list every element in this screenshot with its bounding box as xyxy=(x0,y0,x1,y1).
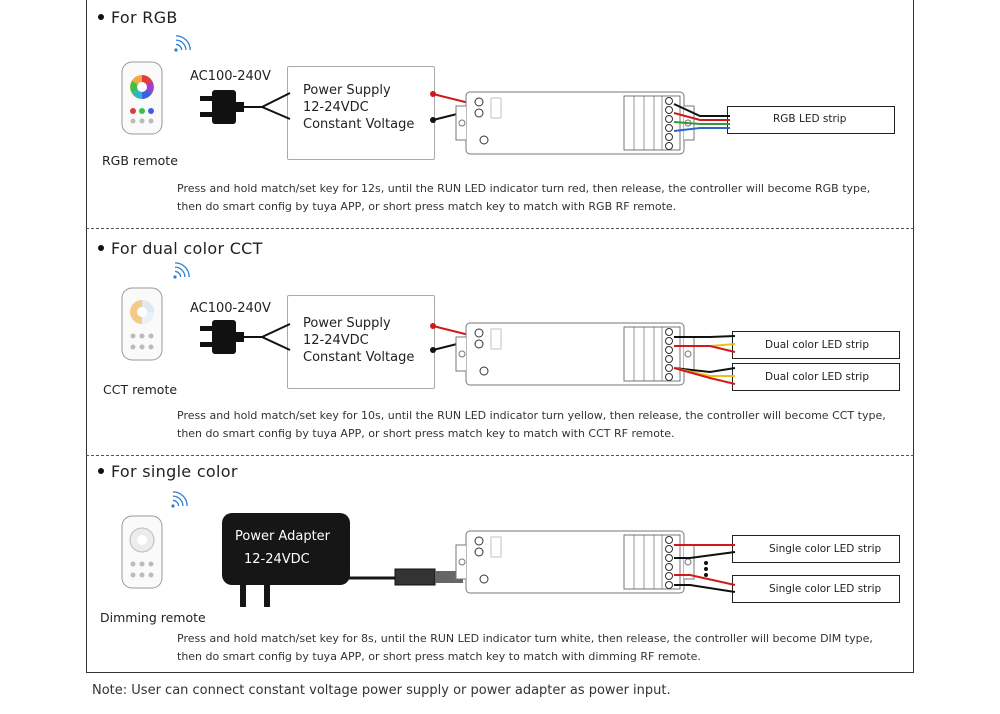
controller-icon xyxy=(455,322,695,386)
single-strip-label: Single color LED strip xyxy=(769,543,882,555)
power-supply-text: Power Supply 12-24VDC Constant Voltage xyxy=(303,316,415,365)
section-title-single: For single color xyxy=(98,462,238,481)
led-strip-icon xyxy=(727,106,895,134)
dimming-remote-label: Dimming remote xyxy=(100,610,206,625)
section-divider xyxy=(86,228,914,229)
wifi-icon xyxy=(172,259,193,280)
diagram-frame xyxy=(86,0,914,673)
remote-icon xyxy=(121,515,163,589)
ac-plug-icon xyxy=(200,320,244,354)
remote-icon xyxy=(121,287,163,361)
wifi-icon xyxy=(173,32,194,53)
controller-icon xyxy=(455,530,695,594)
led-strip-icon xyxy=(732,331,900,359)
ac-input-label: AC100-240V xyxy=(190,69,271,84)
led-strip-icon xyxy=(732,535,900,563)
adapter-label: Power Adapter xyxy=(235,529,331,544)
power-adapter-icon xyxy=(222,513,350,585)
cct-strip-label: Dual color LED strip xyxy=(765,371,870,383)
single-instructions: Press and hold match/set key for 8s, unt… xyxy=(177,632,873,663)
wifi-icon xyxy=(170,488,191,509)
power-supply-box xyxy=(287,295,435,389)
ac-plug-icon xyxy=(200,90,244,124)
rgb-strip-label: RGB LED strip xyxy=(773,113,847,125)
cct-instructions: Press and hold match/set key for 10s, un… xyxy=(177,409,886,440)
controller-icon xyxy=(455,91,695,155)
led-strip-icon xyxy=(732,363,900,391)
section-title-rgb: For RGB xyxy=(98,8,178,27)
footer-note: Note: User can connect constant voltage … xyxy=(92,683,671,698)
section-title-cct: For dual color CCT xyxy=(98,239,263,258)
adapter-voltage-label: 12-24VDC xyxy=(244,552,310,567)
rgb-instructions: Press and hold match/set key for 12s, un… xyxy=(177,182,871,213)
section-divider xyxy=(86,455,914,456)
ac-input-label: AC100-240V xyxy=(190,301,271,316)
power-supply-text: Power Supply 12-24VDC Constant Voltage xyxy=(303,83,415,132)
cct-remote-label: CCT remote xyxy=(103,382,178,397)
led-strip-icon xyxy=(732,575,900,603)
single-strip-label: Single color LED strip xyxy=(769,583,882,595)
power-supply-box xyxy=(287,66,435,160)
rgb-remote-label: RGB remote xyxy=(102,153,178,168)
cct-strip-label: Dual color LED strip xyxy=(765,339,870,351)
remote-icon xyxy=(121,61,163,135)
